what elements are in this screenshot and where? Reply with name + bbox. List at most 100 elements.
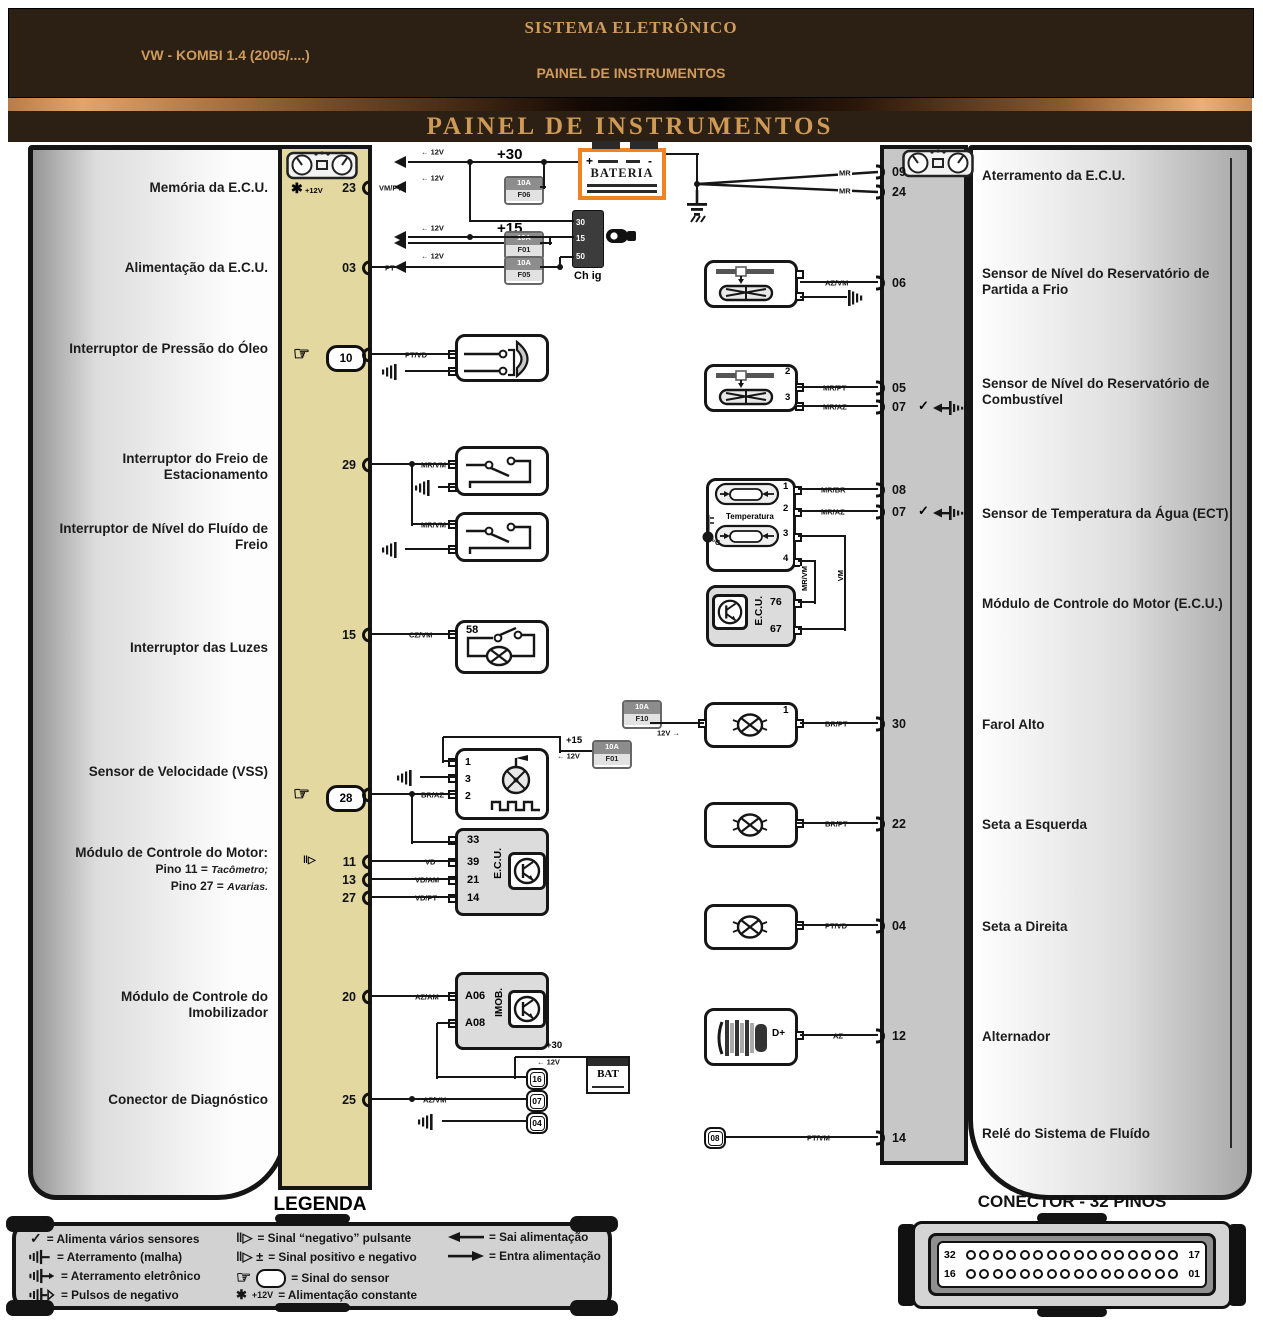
connector-pin-hole xyxy=(1114,1250,1125,1261)
ignition-switch: 30 15 50 xyxy=(572,210,604,268)
battery-minus: - xyxy=(648,154,652,168)
pin-notch xyxy=(876,164,885,180)
transistor-icon-box xyxy=(508,990,546,1028)
temp-pin-3: 3 xyxy=(783,528,789,539)
cluster-connector-column-right xyxy=(880,145,968,1165)
ground-malha-icon xyxy=(29,1249,50,1265)
12v-out-label: ← 12V xyxy=(420,173,445,183)
12v-out-label: ← 12V xyxy=(420,223,445,233)
legend-text: = Sinal “negativo” pulsante xyxy=(257,1231,412,1245)
pin-notch xyxy=(362,457,371,473)
connector-pin-hole xyxy=(1154,1250,1165,1261)
legend-text: = Entra alimentação xyxy=(489,1249,601,1263)
pin-24: 24 xyxy=(892,185,906,199)
pin-notch xyxy=(876,816,885,832)
pin-23: 23 xyxy=(342,181,356,195)
vehicle-title: VW - KOMBI 1.4 (2005/....) xyxy=(141,47,310,63)
imob-pin-a08: A08 xyxy=(465,1017,486,1029)
battery-dash xyxy=(626,160,640,163)
check-icon: ✓ xyxy=(918,398,929,413)
wire-segment xyxy=(560,749,592,753)
ecu-label: E.C.U. xyxy=(492,848,504,879)
legend-text: = Aterramento (malha) xyxy=(57,1250,183,1264)
legend-tab xyxy=(275,1303,350,1312)
pin-notch xyxy=(362,890,371,906)
left-label-alimentacao-ecu: Alimentação da E.C.U. xyxy=(124,260,268,275)
battery-terminal xyxy=(592,141,620,149)
arrow-right-icon xyxy=(448,1251,484,1261)
12v-out-label: ← 12V xyxy=(420,147,445,157)
wire-segment xyxy=(372,859,455,863)
component-pin xyxy=(448,836,457,845)
connector-pin-hole xyxy=(1141,1268,1152,1279)
wire-segment xyxy=(372,632,455,636)
12v-out-label: ← 12V xyxy=(556,751,581,761)
wire-segment xyxy=(513,1057,517,1079)
temp-pin-2: 2 xyxy=(783,503,789,514)
wire-segment xyxy=(540,241,552,245)
right-label-alternador: Alternador xyxy=(982,1029,1051,1044)
legend-tab xyxy=(275,1214,350,1223)
lamp-icon xyxy=(732,813,768,837)
wire-segment xyxy=(798,600,816,604)
hand-pointer-icon: ☞ xyxy=(293,784,311,805)
wire-segment xyxy=(548,237,552,245)
pulse-icon: ‖▷ xyxy=(236,1230,253,1245)
component-pin xyxy=(793,626,802,635)
legend-item: = Pulsos de negativo xyxy=(26,1287,179,1303)
oil-switch-internals xyxy=(464,340,529,378)
connector-pin-hole xyxy=(1087,1268,1098,1279)
transistor-icon xyxy=(717,599,743,625)
wire-junction xyxy=(409,1096,415,1102)
connector-row-top: 32 17 xyxy=(944,1249,1200,1261)
fuse-amp: 10A xyxy=(624,702,660,714)
page-title-bar: PAINEL DE INSTRUMENTOS xyxy=(8,111,1252,142)
wire-label-mr: MR xyxy=(838,186,852,196)
hand-pointer-icon: ☞ xyxy=(293,344,311,365)
electronic-ground-icon xyxy=(415,480,430,496)
pin-notch xyxy=(876,504,885,520)
diag-pin-16: 16 xyxy=(526,1068,548,1090)
wire-segment xyxy=(558,737,562,753)
legend-text: = Alimenta vários sensores xyxy=(46,1231,200,1246)
right-label-rele-fluido: Relé do Sistema de Fluído xyxy=(982,1126,1151,1141)
component-pin xyxy=(448,876,457,885)
fuel-pin-2: 2 xyxy=(785,366,791,377)
left-label-interruptor-luzes: Interruptor das Luzes xyxy=(129,640,268,655)
wire-segment xyxy=(437,1075,527,1079)
left-label-conector-diagnostico: Conector de Diagnóstico xyxy=(108,1092,268,1107)
wire-label-vmpt: VM/PT xyxy=(378,183,403,193)
ground-malha-icon xyxy=(848,290,863,306)
wire-junction xyxy=(541,159,547,165)
pin-notch xyxy=(362,854,371,870)
legend-text: = Sinal positivo e negativo xyxy=(268,1250,417,1264)
wire-segment xyxy=(442,1119,527,1123)
star-icon: ✱ xyxy=(291,180,303,196)
connector-pin-hole xyxy=(1046,1268,1057,1279)
diag-pin-04-label: 04 xyxy=(529,1115,545,1131)
pin-27: 27 xyxy=(342,891,356,905)
wire-junction xyxy=(467,159,473,165)
connector-pin-hole xyxy=(1046,1250,1057,1261)
pin-notch xyxy=(362,787,371,803)
pin-05: 05 xyxy=(892,381,906,395)
12v-out-label: ← 12V xyxy=(420,251,445,261)
wire-segment xyxy=(800,721,878,725)
right-label-seta-esquerda: Seta a Esquerda xyxy=(982,817,1088,832)
wire-segment xyxy=(558,257,562,269)
legend-item: = Aterramento (malha) xyxy=(26,1249,182,1265)
connector-pin-hole xyxy=(1033,1268,1044,1279)
fuse-amp: 10A xyxy=(506,233,542,245)
connector-bracket-right xyxy=(1228,1224,1246,1306)
battery-label: BATERIA xyxy=(590,166,654,180)
ecu2-pin-76: 76 xyxy=(770,596,782,608)
wire-segment xyxy=(798,487,878,491)
pin-09: 09 xyxy=(892,165,906,179)
sensor-signal-oval-icon xyxy=(256,1268,287,1288)
copper-gradient-bar xyxy=(8,98,1252,111)
temp-resistor-icon xyxy=(714,524,780,548)
pin-12: 12 xyxy=(892,1029,906,1043)
pin-07b: 07 xyxy=(892,505,906,519)
wire-segment xyxy=(405,369,455,373)
modulo-motor-line2b: Tacômetro; xyxy=(211,863,268,876)
